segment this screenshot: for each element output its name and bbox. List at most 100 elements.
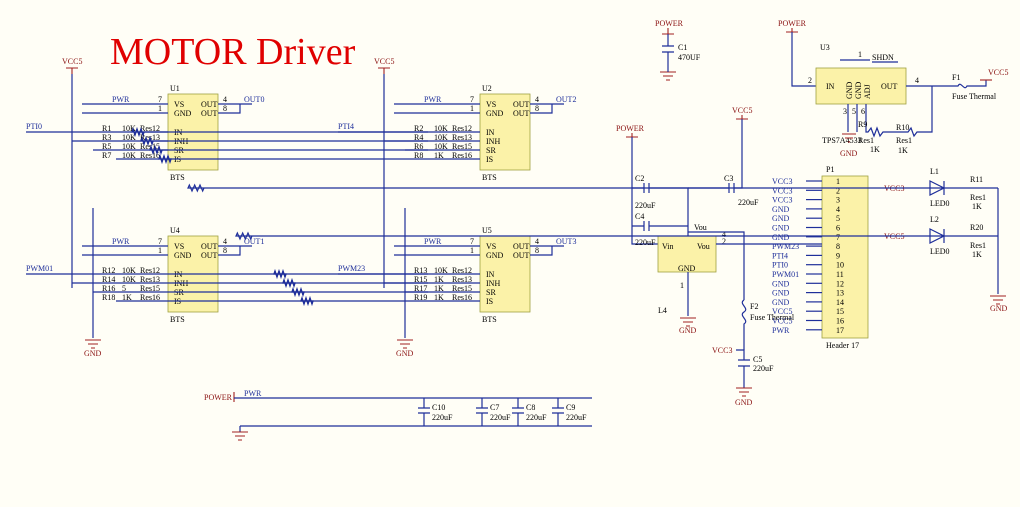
bts-pin-out: OUT [513,251,530,260]
bts-out-wires [530,103,564,114]
bulk-cap-symbol [512,398,524,426]
u3-regulator: POWER U3 IN OUT GND GND ADJ SHDN 1 2 4 3… [778,19,1008,158]
header-pin-net: VCC3 [772,196,792,205]
bts-supply-wires [82,103,168,114]
header-pin-net: GND [772,298,790,307]
l4-out-wires [687,231,822,316]
led-val: LED0 [930,247,950,256]
bts-pin-8: 8 [535,104,539,113]
bts-gnd-symbol [397,339,413,349]
bts-res-ref: R7 [102,151,111,160]
bts-pin-7: 7 [158,95,162,104]
header-pin-net: VCC3 [772,186,792,195]
bts-out-wires [218,245,252,256]
header-pin-number: 3 [836,196,840,205]
bts-pin-out: OUT [513,109,530,118]
c4-ref: C4 [635,212,644,221]
u3-gnd2-pin: GND [854,81,863,99]
bts-pin-sr: SR [486,288,496,297]
c5-gnd-symbol [736,387,752,397]
led-res-val: Res1 [970,193,986,202]
header-pin-net: GND [772,214,790,223]
bts-ref: U1 [170,84,180,93]
c5-vcc3-label: VCC3 [712,346,732,355]
bts-res-ref: R14 [102,275,115,284]
bts-res-ref: R12 [102,266,115,275]
l4-gnd-pin: GND [678,264,696,273]
header-pin-net: PWM01 [772,270,799,279]
bts-pin-7: 7 [470,237,474,246]
header-pin-number: 12 [836,279,844,288]
bts-out-wires [218,103,252,114]
bulk-cap-symbol [418,398,430,426]
bts-resistor [291,287,480,297]
header-pin-number: 7 [836,233,840,242]
u3-in-wire [791,32,816,87]
bts-bias-wires [72,282,116,293]
bulk-cap-symbol [552,398,564,426]
bts-ref: U4 [170,226,180,235]
bts-gnd-label: GND [396,349,414,358]
bts-pin-8: 8 [223,104,227,113]
u3-shdn-pin: SHDN [872,53,894,62]
f2-val: Fuse Thermal [750,313,795,322]
bts-pin-is: IS [486,297,493,306]
bts-res-val: 10K [122,142,136,151]
bts-out-wires [530,245,564,256]
c4-symbol [632,221,688,231]
header-pin-net: GND [772,279,790,288]
led-res-ref: R20 [970,223,983,232]
bts-res-val: 1K [434,151,444,160]
bts-res-val: 10K [122,151,136,160]
u3-p2: 2 [808,76,812,85]
bts-type: BTS [170,315,185,324]
u3-ref: U3 [820,43,830,52]
r10-ref: R10 [896,123,909,132]
bts-pin-vs: VS [174,100,184,109]
bts-bias-wires [384,140,428,151]
c1-power-label: POWER [655,19,684,28]
header-pin-number: 11 [836,270,844,279]
c2-val: 220uF [635,201,656,210]
u3-gnd-symbol [842,133,856,143]
header-p1: P1 Header 17 1VCC32VCC33VCC34GND5GND6GND… [772,165,869,350]
u3-gnd-label: GND [840,149,858,158]
bts-res-ref: R15 [414,275,427,284]
l4-converter: POWER C2 220uF C4 220uF VCC5 C3 220uF Vi… [616,106,822,407]
u3-adj-pin: ADJ [863,84,872,99]
header-pins: 1VCC32VCC33VCC34GND5GND6GND7GND8PWM239PT… [772,177,844,335]
bts-res-ref: R16 [102,284,115,293]
r9-r10-wires [865,86,933,138]
bts-vcc5-symbol [66,67,78,74]
bts-gnd-label: GND [84,349,102,358]
bts-resistor [158,154,480,164]
bulk-pwr-label: PWR [244,389,262,398]
bts-pin-out: OUT [513,242,530,251]
c3-symbol [688,119,743,193]
l4-p4: 4 [722,230,726,239]
bts-bias-wires [72,140,116,151]
bts-type: BTS [482,315,497,324]
l4-vin-pin: Vin [662,242,674,251]
bts-pin-gnd: GND [486,251,504,260]
bts-pin-8: 8 [535,246,539,255]
bts-res-val: 10K [122,275,136,284]
bts-res-val: 5 [122,284,126,293]
header-pin-net: PTI4 [772,251,788,260]
header-pin-net: GND [772,289,790,298]
u3-in-pin: IN [826,82,835,91]
r10-val: Res1 [896,136,912,145]
l4-p1: 1 [680,281,684,290]
l4-vcc5-label: VCC5 [732,106,752,115]
bts-pin-in: IN [486,128,495,137]
l4-gnd-label: GND [679,326,697,335]
